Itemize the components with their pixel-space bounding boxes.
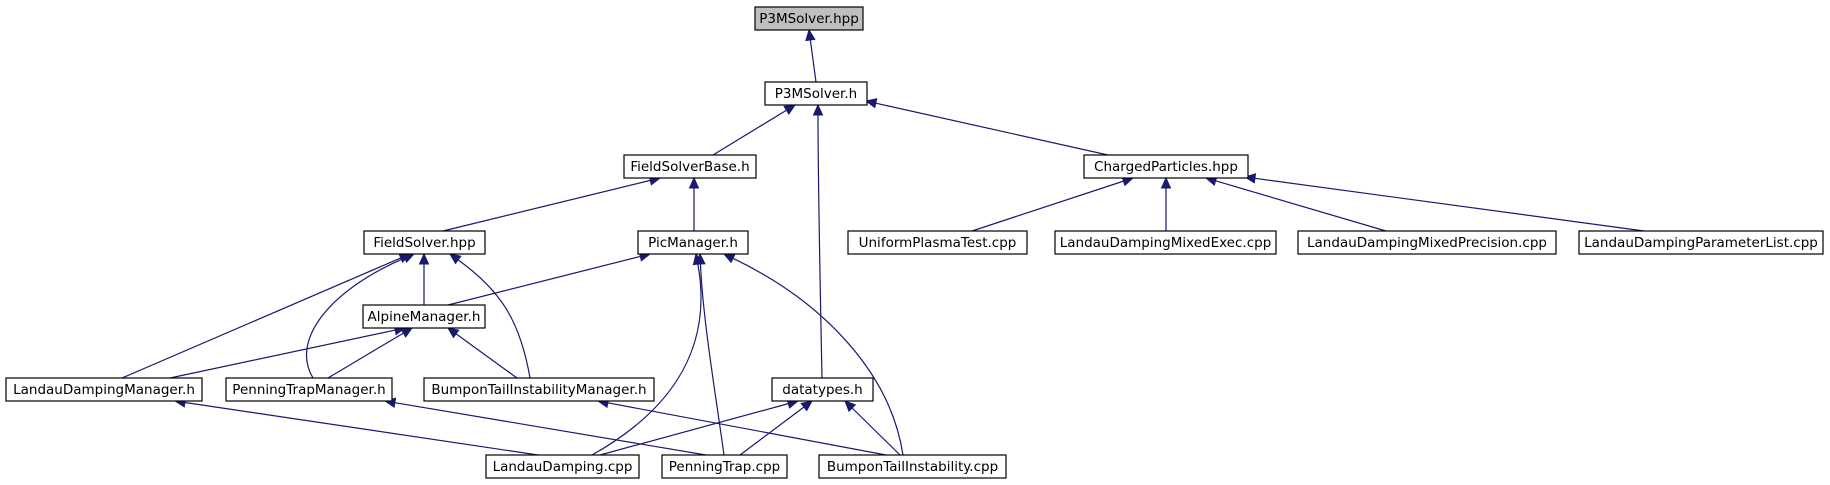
- node-box: [1578, 230, 1824, 255]
- nodes-layer: P3MSolver.hppP3MSolver.hFieldSolverBase.…: [5, 6, 1824, 479]
- edge-landaudamping_cpp-to-landaudampingmanager_h: [184, 401, 539, 456]
- node-penningtrap-cpp[interactable]: PenningTrap.cpp: [661, 454, 788, 479]
- node-box: [362, 304, 486, 329]
- arrowhead-penningtrapmanager_h-to-alpinemanager_h: [400, 327, 414, 338]
- node-label: LandauDampingParameterList.cpp: [1584, 235, 1818, 251]
- node-bumpontailinstabilitymanager-h[interactable]: BumponTailInstabilityManager.h: [423, 377, 655, 402]
- node-label: AlpineManager.h: [368, 309, 481, 325]
- node-label: datatypes.h: [782, 382, 862, 398]
- edge-bumpontailinstability_cpp-to-picmanager_h: [732, 257, 904, 456]
- arrowhead-bumpontailinstabilitymanager_h-to-fieldsolver_hpp: [449, 253, 462, 265]
- node-landaudampingmixedprecision-cpp[interactable]: LandauDampingMixedPrecision.cpp: [1297, 230, 1557, 255]
- edge-datatypes_h-to-p3msolver_h: [817, 114, 823, 379]
- arrowhead-landaudampingmixedexec_cpp-to-chargedparticles_hpp: [1160, 176, 1172, 189]
- edge-penningtrap_cpp-to-datatypes_h: [739, 406, 805, 456]
- arrowhead-picmanager_h-to-fieldsolverbase_h: [688, 176, 700, 189]
- arrowhead-penningtrap_cpp-to-picmanager_h: [695, 252, 706, 265]
- node-picmanager-h[interactable]: PicManager.h: [637, 230, 749, 255]
- edge-penningtrap_cpp-to-picmanager_h: [699, 263, 725, 456]
- node-datatypes-h[interactable]: datatypes.h: [771, 377, 874, 402]
- arrowhead-bumpontailinstability_cpp-to-datatypes_h: [844, 400, 857, 413]
- edge-bumpontailinstability_cpp-to-datatypes_h: [851, 407, 901, 456]
- node-fieldsolver-hpp[interactable]: FieldSolver.hpp: [363, 230, 486, 255]
- node-box: [1054, 230, 1277, 255]
- edge-bumpontailinstabilitymanager_h-to-alpinemanager_h: [455, 333, 518, 379]
- arrowhead-penningtrap_cpp-to-datatypes_h: [800, 400, 813, 412]
- edge-p3msolver_h-to-p3msolver_hpp: [809, 39, 817, 83]
- node-p3msolver-h[interactable]: P3MSolver.h: [764, 81, 868, 106]
- arrowhead-alpinemanager_h-to-fieldsolver_hpp: [418, 252, 430, 265]
- node-label: LandauDampingMixedPrecision.cpp: [1307, 235, 1547, 251]
- node-box: [771, 377, 874, 402]
- node-chargedparticles-hpp[interactable]: ChargedParticles.hpp: [1083, 154, 1249, 179]
- node-label: FieldSolver.hpp: [373, 235, 475, 251]
- node-label: LandauDampingMixedExec.cpp: [1060, 235, 1272, 251]
- node-label: FieldSolverBase.h: [630, 159, 749, 175]
- node-label: PicManager.h: [648, 235, 738, 251]
- edge-landaudampingmanager_h-to-fieldsolver_hpp: [121, 257, 402, 379]
- arrowhead-fieldsolverbase_h-to-p3msolver_h: [783, 104, 797, 115]
- arrowhead-datatypes_h-to-p3msolver_h: [812, 103, 824, 116]
- node-box: [764, 81, 868, 106]
- node-box: [818, 454, 1007, 479]
- node-penningtrapmanager-h[interactable]: PenningTrapManager.h: [225, 377, 393, 402]
- edge-bumpontailinstability_cpp-to-bumpontailinstabilitymanager_h: [607, 402, 887, 456]
- node-bumpontailinstability-cpp[interactable]: BumponTailInstability.cpp: [818, 454, 1007, 479]
- node-box: [847, 230, 1028, 255]
- edge-landaudampingparameterlist_cpp-to-chargedparticles_hpp: [1254, 177, 1645, 232]
- edge-penningtrapmanager_h-to-alpinemanager_h: [327, 332, 404, 379]
- arrowhead-landaudampingparameterlist_cpp-to-chargedparticles_hpp: [1243, 173, 1257, 184]
- node-box: [225, 377, 393, 402]
- arrowhead-p3msolver_h-to-p3msolver_hpp: [805, 28, 816, 42]
- node-label: LandauDamping.cpp: [493, 459, 633, 475]
- node-alpinemanager-h[interactable]: AlpineManager.h: [362, 304, 486, 329]
- node-p3msolver-hpp: P3MSolver.hpp: [754, 6, 864, 31]
- node-box: [5, 377, 203, 402]
- node-box: [1297, 230, 1557, 255]
- node-fieldsolverbase-h[interactable]: FieldSolverBase.h: [623, 154, 757, 179]
- node-box: [423, 377, 655, 402]
- node-box: [623, 154, 757, 179]
- edge-bumpontailinstabilitymanager_h-to-fieldsolver_hpp: [457, 259, 531, 379]
- edge-chargedparticles_hpp-to-p3msolver_h: [875, 102, 1109, 156]
- node-uniformplasmatest-cpp[interactable]: UniformPlasmaTest.cpp: [847, 230, 1028, 255]
- node-box: [661, 454, 788, 479]
- edge-landaudamping_cpp-to-picmanager_h: [591, 263, 702, 456]
- node-box: [485, 454, 640, 479]
- edge-penningtrap_cpp-to-penningtrapmanager_h: [394, 402, 707, 456]
- node-label: PenningTrap.cpp: [669, 459, 780, 475]
- edge-landaudampingmanager_h-to-alpinemanager_h: [169, 329, 396, 379]
- node-label: BumponTailInstability.cpp: [827, 459, 998, 475]
- node-landaudampingparameterlist-cpp[interactable]: LandauDampingParameterList.cpp: [1578, 230, 1824, 255]
- node-label: UniformPlasmaTest.cpp: [859, 235, 1017, 251]
- node-box: [754, 6, 864, 31]
- node-box: [1083, 154, 1249, 179]
- edges-layer: [121, 28, 1645, 456]
- node-label: P3MSolver.h: [775, 86, 857, 102]
- edge-fieldsolverbase_h-to-p3msolver_h: [712, 109, 787, 156]
- edge-penningtrapmanager_h-to-fieldsolver_hpp: [306, 257, 406, 379]
- edge-landaudamping_cpp-to-datatypes_h: [599, 403, 789, 456]
- node-label: PenningTrapManager.h: [232, 382, 385, 398]
- node-label: P3MSolver.hpp: [759, 11, 859, 27]
- node-label: BumponTailInstabilityManager.h: [431, 382, 646, 398]
- arrowhead-bumpontailinstability_cpp-to-picmanager_h: [722, 253, 736, 264]
- node-landaudampingmanager-h[interactable]: LandauDampingManager.h: [5, 377, 203, 402]
- edge-landaudampingmixedprecision_cpp-to-chargedparticles_hpp: [1215, 180, 1387, 232]
- node-landaudampingmixedexec-cpp[interactable]: LandauDampingMixedExec.cpp: [1054, 230, 1277, 255]
- arrowhead-penningtrapmanager_h-to-fieldsolver_hpp: [402, 253, 416, 263]
- node-label: ChargedParticles.hpp: [1094, 159, 1238, 175]
- node-box: [363, 230, 486, 255]
- arrowhead-chargedparticles_hpp-to-p3msolver_h: [864, 98, 878, 109]
- node-label: LandauDampingManager.h: [13, 382, 195, 398]
- node-box: [637, 230, 749, 255]
- edge-uniformplasmatest_cpp-to-chargedparticles_hpp: [971, 180, 1124, 232]
- node-landaudamping-cpp[interactable]: LandauDamping.cpp: [485, 454, 640, 479]
- edge-fieldsolver_hpp-to-fieldsolverbase_h: [442, 179, 651, 232]
- arrowhead-bumpontailinstabilitymanager_h-to-alpinemanager_h: [447, 327, 460, 339]
- edge-alpinemanager_h-to-picmanager_h: [447, 255, 641, 306]
